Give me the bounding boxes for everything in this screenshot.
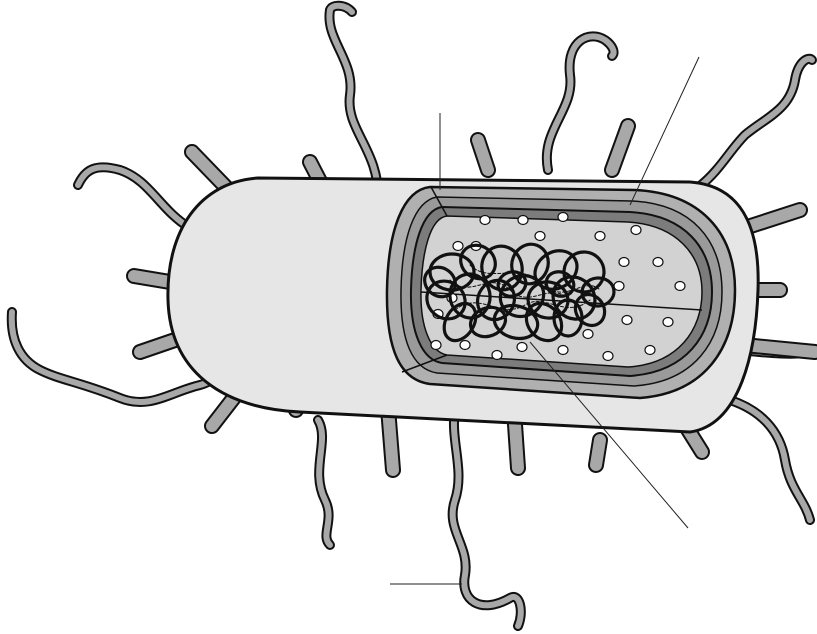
flagellum	[547, 36, 614, 170]
ribosome	[645, 346, 655, 355]
ribosome	[595, 232, 605, 241]
ribosome	[653, 258, 663, 267]
ribosome	[517, 343, 527, 352]
ribosome	[460, 341, 470, 350]
flagellum	[78, 167, 190, 228]
flagellum-outline	[730, 400, 810, 520]
ribosome	[663, 318, 673, 327]
pilus	[612, 126, 628, 170]
ribosome	[558, 346, 568, 355]
ribosome	[431, 341, 441, 350]
ribosome	[480, 216, 490, 225]
ribosome	[675, 282, 685, 291]
ribosome	[619, 258, 629, 267]
flagellum-outline	[329, 6, 378, 200]
ribosome	[622, 316, 632, 325]
ribosome	[535, 232, 545, 241]
ribosome	[603, 352, 613, 361]
pilus	[596, 440, 600, 465]
ribosome	[583, 330, 593, 339]
pilus	[134, 276, 170, 282]
ribosome	[614, 282, 624, 291]
ribosome	[453, 242, 463, 251]
ribosome	[518, 216, 528, 225]
flagellum-outline	[547, 36, 614, 170]
pilus	[744, 345, 815, 352]
ribosome	[558, 213, 568, 222]
ribosome	[631, 226, 641, 235]
ribosome	[492, 351, 502, 360]
